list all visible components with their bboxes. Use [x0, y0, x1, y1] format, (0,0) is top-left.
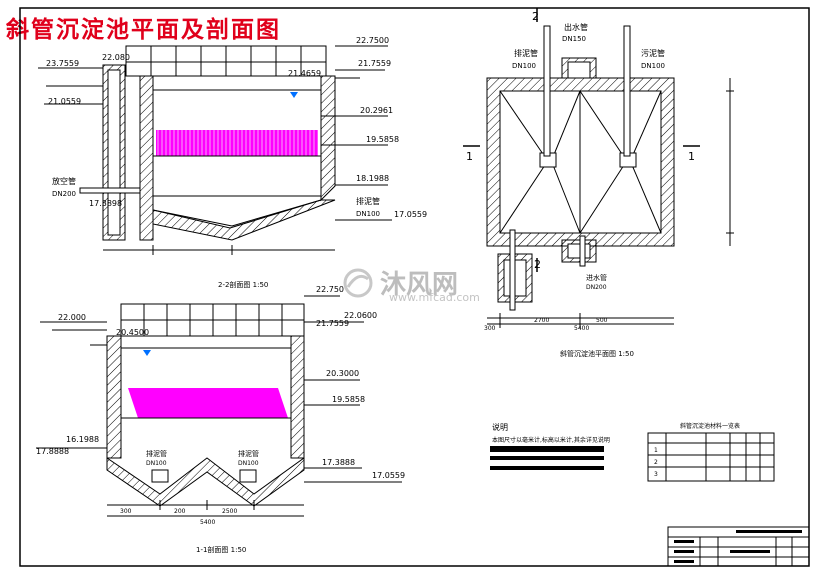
label-inlet: 进水管	[586, 273, 607, 282]
elev-top-left-1: 22.080	[102, 53, 130, 62]
elev-right-1: 21.7559	[358, 59, 391, 68]
elev-b-left-3: 17.8888	[36, 447, 69, 456]
notes-block: 说明 本图尺寸以毫米计,标高以米计,其余详见说明	[490, 422, 610, 470]
elev-b-right-2: 22.0600	[344, 311, 377, 320]
tube-zone-top	[156, 130, 318, 156]
label-sludge-a: 排泥管	[146, 449, 167, 458]
caption-plan: 斜管沉淀池平面图 1:50	[560, 349, 634, 358]
dim-b-d3: 2500	[222, 508, 237, 515]
water-level-icon	[290, 92, 298, 98]
elev-bottom-right: 17.0559	[394, 210, 427, 219]
label-sludge: 排泥管	[356, 196, 380, 206]
elev-b-right-5: 17.3888	[322, 458, 355, 467]
label-sludge-a-dn: DN100	[146, 460, 167, 467]
dim-p-total: 5400	[574, 325, 589, 332]
notes-line-1: 本图尺寸以毫米计,标高以米计,其余详见说明	[492, 436, 610, 444]
label-sludge-dn: DN100	[356, 210, 380, 218]
dim-b-d1: 300	[120, 508, 132, 515]
elev-b-left-2: 16.1988	[66, 435, 99, 444]
label-sludge-right: 污泥管	[641, 48, 665, 58]
label-sludge-b: 排泥管	[238, 449, 259, 458]
label-sludge-left: 排泥管	[514, 48, 538, 58]
elev-b-right-6: 17.0559	[372, 471, 405, 480]
dim-b-total: 5400	[200, 519, 215, 526]
elev-right-4: 18.1988	[356, 174, 389, 183]
watermark-name: 沐风网	[380, 270, 459, 300]
elev-top-right-1: 22.7500	[356, 36, 389, 45]
elev-b-right-4: 19.5858	[332, 395, 365, 404]
section-1-1: 22.750 22.000 21.7559 22.0600 20.4500 20…	[36, 285, 405, 554]
label-outlet: 出水管	[564, 22, 588, 32]
label-sludge-left-dn: DN100	[512, 62, 536, 70]
sheet-border	[19, 7, 810, 567]
marker-2-bottom: 2	[534, 258, 541, 271]
elev-water: 21.4659	[288, 69, 321, 78]
table-row-3: 3	[654, 471, 658, 478]
elev-b-left: 22.000	[58, 313, 86, 322]
watermark: 沐风网 www.mfcad.com	[342, 264, 480, 304]
label-sludge-b-dn: DN100	[238, 460, 259, 467]
dim-b-d2: 200	[174, 508, 186, 515]
elev-b-top-right: 22.750	[316, 285, 344, 294]
label-outlet-dn: DN150	[562, 35, 586, 43]
elev-bottom: 17.3898	[89, 199, 122, 208]
elev-b-right-3: 20.3000	[326, 369, 359, 378]
dim-p-d3: 500	[596, 317, 608, 324]
marker-1-left: 1	[466, 150, 473, 163]
label-drain-dn: DN200	[52, 190, 76, 198]
section-2-2: 22.7500 22.080 23.7559 21.7559 21.4659 2…	[38, 36, 427, 289]
tube-zone-bottom	[128, 388, 288, 418]
marker-1-right: 1	[688, 150, 695, 163]
elev-right-3: 19.5858	[366, 135, 399, 144]
water-level-icon-b	[143, 350, 151, 356]
title-block	[667, 526, 810, 567]
dim-p-d2: 2700	[534, 317, 549, 324]
label-drain: 放空管	[52, 176, 76, 186]
table-row-2: 2	[654, 459, 658, 466]
marker-2-top: 2	[532, 10, 539, 23]
material-table: 斜管沉淀池材料一览表 1 2 3	[647, 422, 775, 482]
logo-icon	[343, 268, 373, 297]
caption-1-1: 1-1剖面图 1:50	[196, 545, 246, 554]
table-row-1: 1	[654, 447, 658, 454]
plan-view: 1 1 2 2 出水管 DN150 排泥管 DN100 污泥管 DN100 进水…	[463, 8, 734, 358]
table-title: 斜管沉淀池材料一览表	[680, 422, 740, 430]
elev-right-2: 20.2961	[360, 106, 393, 115]
label-inlet-dn: DN200	[586, 284, 607, 291]
label-sludge-right-dn: DN100	[641, 62, 665, 70]
elev-b-right-1: 21.7559	[316, 319, 349, 328]
notes-heading: 说明	[492, 422, 508, 432]
elev-left-1: 23.7559	[46, 59, 79, 68]
dim-p-d1: 300	[484, 325, 496, 332]
elev-left-2: 21.0559	[48, 97, 81, 106]
drawing-title: 斜管沉淀池平面及剖面图	[6, 16, 281, 43]
watermark-url: www.mfcad.com	[389, 291, 480, 304]
caption-2-2: 2-2剖面图 1:50	[218, 280, 268, 289]
elev-b-water: 20.4500	[116, 328, 149, 337]
